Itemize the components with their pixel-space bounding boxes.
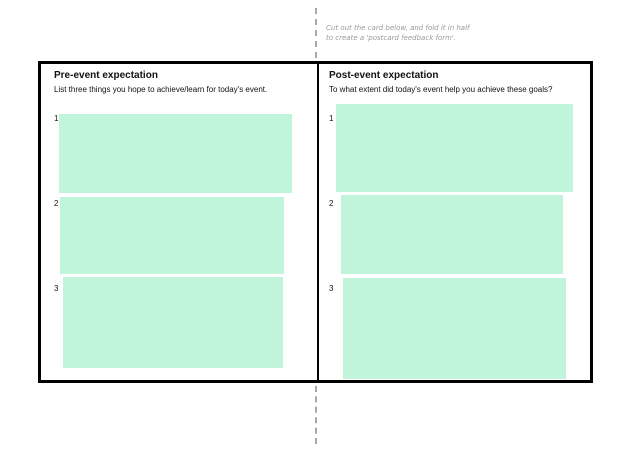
pre-event-answer-box-2[interactable] [60, 197, 284, 274]
post-event-number-2: 2 [329, 199, 334, 208]
pre-event-number-2: 2 [54, 199, 59, 208]
pre-event-number-3: 3 [54, 284, 59, 293]
pre-event-answer-box-3[interactable] [63, 277, 283, 368]
cut-instructions-line-1: Cut out the card below, and fold it in h… [326, 24, 470, 32]
post-event-answer-box-2[interactable] [341, 195, 563, 274]
pre-event-prompt: List three things you hope to achieve/le… [54, 85, 268, 94]
pre-event-answer-box-1[interactable] [59, 114, 292, 193]
fold-line-top [315, 8, 317, 58]
post-event-answer-box-3[interactable] [343, 278, 566, 379]
post-event-prompt: To what extent did today's event help yo… [329, 85, 553, 94]
postcard-feedback-card: Pre-event expectation List three things … [38, 61, 593, 383]
post-event-title: Post-event expectation [329, 70, 439, 81]
cut-instructions-line-2: to create a 'postcard feedback form'. [326, 34, 457, 42]
pre-event-title: Pre-event expectation [54, 70, 158, 81]
card-fold-divider [317, 64, 319, 380]
cut-instructions: Cut out the card below, and fold it in h… [326, 23, 470, 43]
post-event-answer-box-1[interactable] [336, 104, 573, 192]
post-event-number-1: 1 [329, 114, 334, 123]
post-event-number-3: 3 [329, 284, 334, 293]
fold-line-bottom [315, 386, 317, 444]
pre-event-number-1: 1 [54, 114, 59, 123]
